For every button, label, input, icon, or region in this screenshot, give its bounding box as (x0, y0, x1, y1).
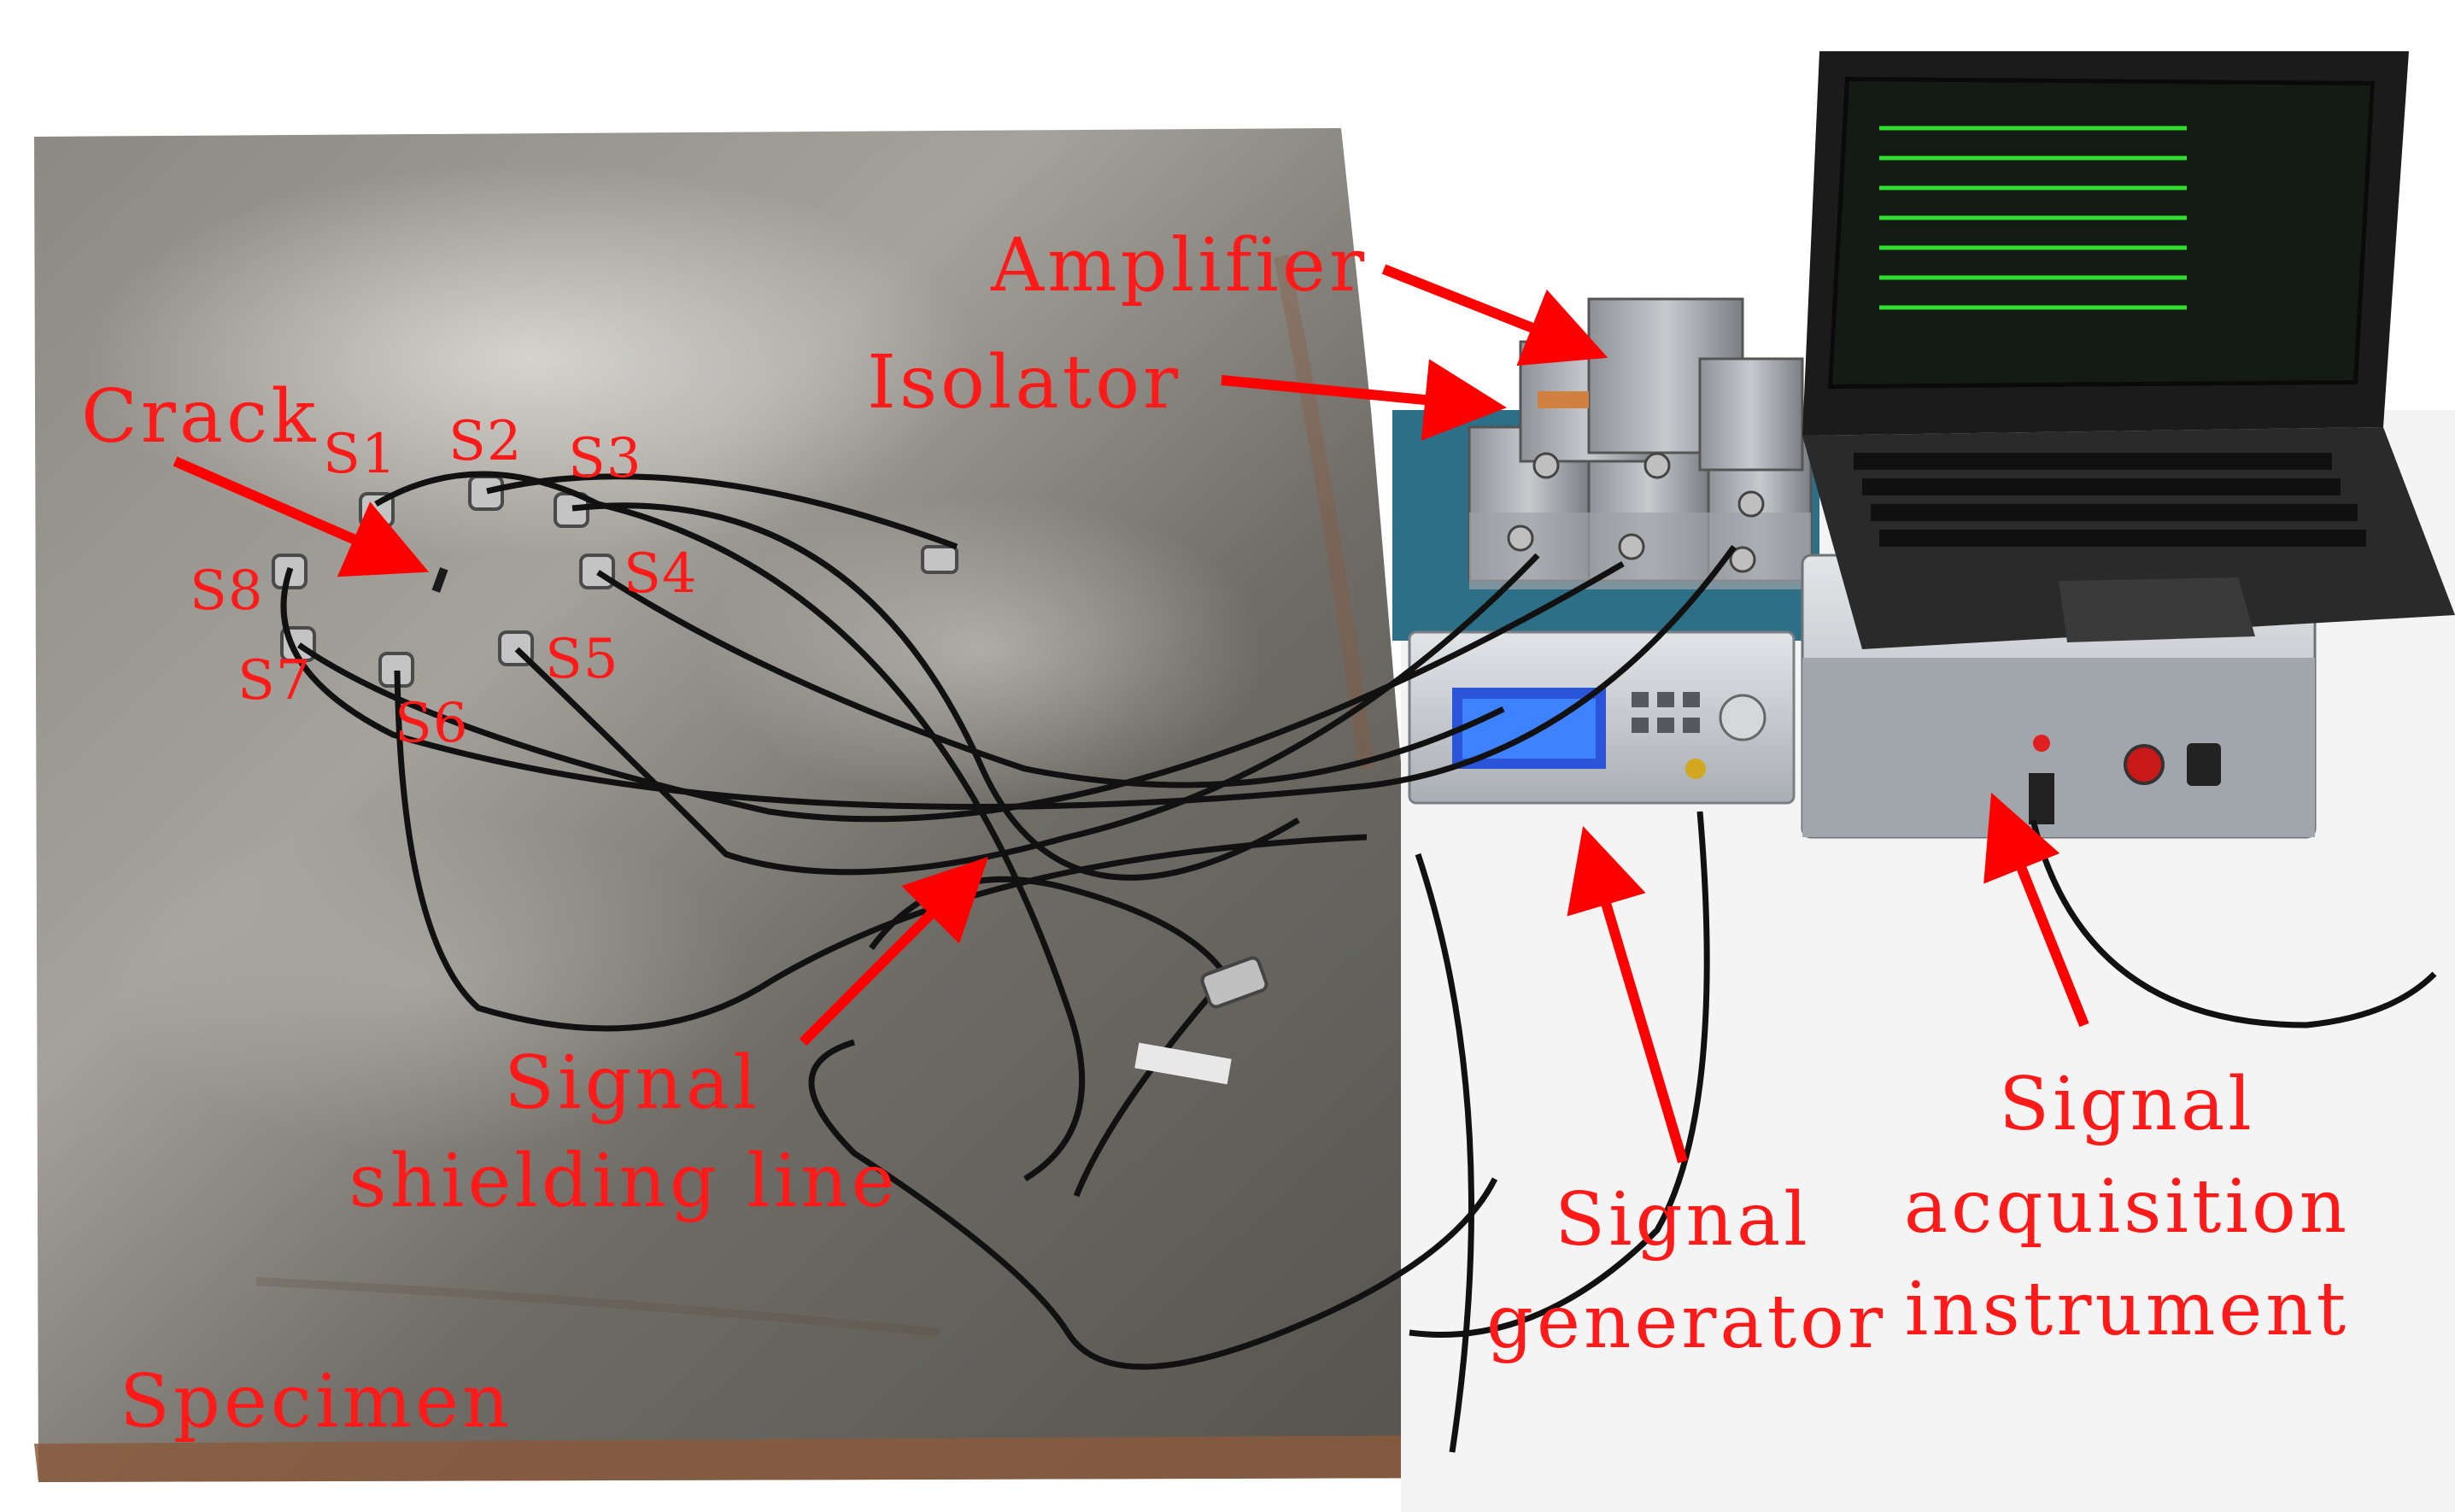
sensor-label-s7: S7 (237, 649, 312, 712)
shielding-line-label-1: Signal (504, 1040, 760, 1126)
crack-arrow (173, 456, 429, 577)
steel-specimen-plate (34, 128, 1478, 1482)
acquisition-label-2: acquisition (1903, 1164, 2351, 1250)
acquisition-arrow (1983, 792, 2089, 1028)
isolator-arrow (1221, 359, 1507, 441)
laptop-computer (1802, 51, 2455, 649)
amplifier-isolator-stack (1468, 297, 1813, 589)
sensor-label-s5: S5 (545, 628, 619, 691)
crack-label: Crack (81, 374, 319, 460)
generator-label-1: Signal (1555, 1177, 1811, 1263)
annotation-arrows (173, 264, 2089, 1163)
sensor-label-s1: S1 (323, 423, 397, 486)
sensor-label-s8: S8 (190, 560, 264, 623)
crack-mark (431, 567, 448, 593)
amplifier-arrow (1381, 264, 1608, 366)
specimen-label: Specimen (120, 1359, 513, 1445)
isolator-label: Isolator (867, 340, 1182, 425)
sensor-s4 (579, 554, 615, 589)
waveform-traces (1879, 126, 2187, 310)
generator-arrow (1567, 825, 1688, 1163)
acquisition-label-1: Signal (1999, 1062, 2255, 1147)
sensor-label-s2: S2 (448, 410, 523, 473)
shielding-line-arrow (799, 857, 988, 1046)
sensor-label-s3: S3 (568, 427, 642, 490)
shielding-line-label-2: shielding line (349, 1139, 899, 1224)
cable-tag (1134, 1042, 1232, 1085)
t-connector (1200, 956, 1269, 1009)
amplifier-label: Amplifier (991, 223, 1368, 308)
sensor-label-s6: S6 (395, 692, 469, 755)
signal-generator-device (1408, 630, 1796, 805)
loose-connector (921, 545, 958, 574)
acquisition-label-3: instrument (1904, 1267, 2350, 1352)
sensor-label-s4: S4 (624, 542, 698, 606)
generator-label-2: generator (1486, 1280, 1887, 1365)
sensor-s2 (468, 475, 504, 511)
